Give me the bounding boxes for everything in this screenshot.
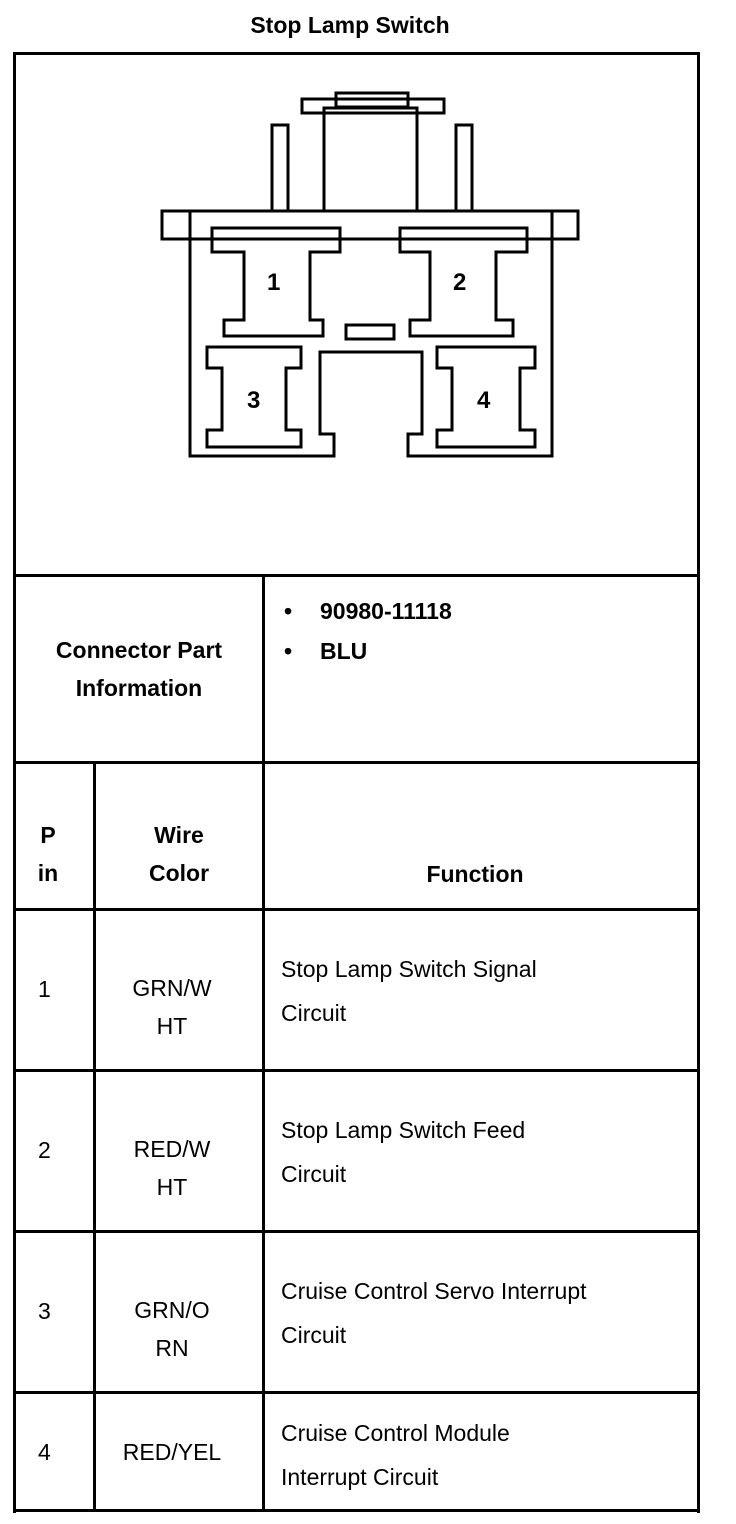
connector-info-label: Connector Part Information — [16, 577, 262, 761]
wire-color-header: Wire Color — [96, 816, 262, 892]
pin-header: P in — [16, 816, 80, 892]
pin-label-1: 1 — [267, 269, 281, 296]
wire-color-cell: RED/W HT — [96, 1130, 248, 1206]
pin-header-line1: P — [40, 822, 56, 848]
divider — [262, 574, 265, 1512]
function-line1: Cruise Control Servo Interrupt — [281, 1278, 587, 1304]
divider — [13, 1069, 700, 1072]
pin-label-2: 2 — [453, 269, 467, 296]
wire-color-cell: RED/YEL — [96, 1433, 248, 1471]
function-cell: Cruise Control Servo Interrupt Circuit — [281, 1269, 691, 1357]
wire-color-line1: RED/W — [133, 1136, 211, 1162]
wire-color-header-line1: Wire — [154, 822, 204, 848]
function-line2: Interrupt Circuit — [281, 1464, 439, 1490]
function-cell: Cruise Control Module Interrupt Circuit — [281, 1411, 691, 1499]
divider — [13, 761, 700, 764]
function-header: Function — [426, 861, 524, 887]
divider — [13, 1509, 700, 1512]
wire-color-line2: RN — [155, 1335, 189, 1361]
connector-diagram: 1 2 3 4 — [15, 55, 697, 575]
pin-cell: 1 — [38, 976, 51, 1002]
connector-part-number: 90980-11118 — [280, 591, 680, 631]
function-cell: Stop Lamp Switch Feed Circuit — [281, 1108, 691, 1196]
divider — [13, 1391, 700, 1394]
pin-cell: 2 — [38, 1137, 51, 1163]
page-title: Stop Lamp Switch — [250, 12, 450, 38]
wire-color-header-line2: Color — [148, 860, 210, 886]
wire-color-cell: GRN/O RN — [96, 1291, 248, 1367]
wire-color-line1: GRN/W — [132, 975, 212, 1001]
connector-info-label-line2: Information — [75, 675, 203, 701]
connector-info-values: 90980-11118 BLU — [280, 591, 680, 671]
pin-header-line2: in — [37, 860, 59, 886]
pin-label-3: 3 — [247, 387, 261, 414]
divider — [13, 574, 700, 577]
wire-color-cell: GRN/W HT — [96, 969, 248, 1045]
pin-label-4: 4 — [477, 387, 491, 414]
wire-color-line2: HT — [156, 1174, 188, 1200]
connector-color: BLU — [280, 631, 680, 671]
connector-face-drawing — [160, 91, 580, 458]
wire-color-line1: RED/YEL — [122, 1439, 222, 1465]
function-line1: Cruise Control Module — [281, 1420, 510, 1446]
wire-color-line1: GRN/O — [134, 1297, 210, 1323]
connector-table — [13, 52, 700, 1513]
wire-color-line2: HT — [156, 1013, 188, 1039]
function-line2: Circuit — [281, 1000, 347, 1026]
pin-cell: 3 — [38, 1298, 51, 1324]
function-line1: Stop Lamp Switch Signal — [281, 956, 537, 982]
connector-info-label-line1: Connector Part — [55, 637, 223, 663]
function-cell: Stop Lamp Switch Signal Circuit — [281, 947, 691, 1035]
divider — [13, 1230, 700, 1233]
function-line2: Circuit — [281, 1161, 347, 1187]
function-line1: Stop Lamp Switch Feed — [281, 1117, 526, 1143]
divider — [13, 908, 700, 911]
divider — [93, 761, 96, 1512]
pin-cell: 4 — [38, 1439, 51, 1465]
function-line2: Circuit — [281, 1322, 347, 1348]
